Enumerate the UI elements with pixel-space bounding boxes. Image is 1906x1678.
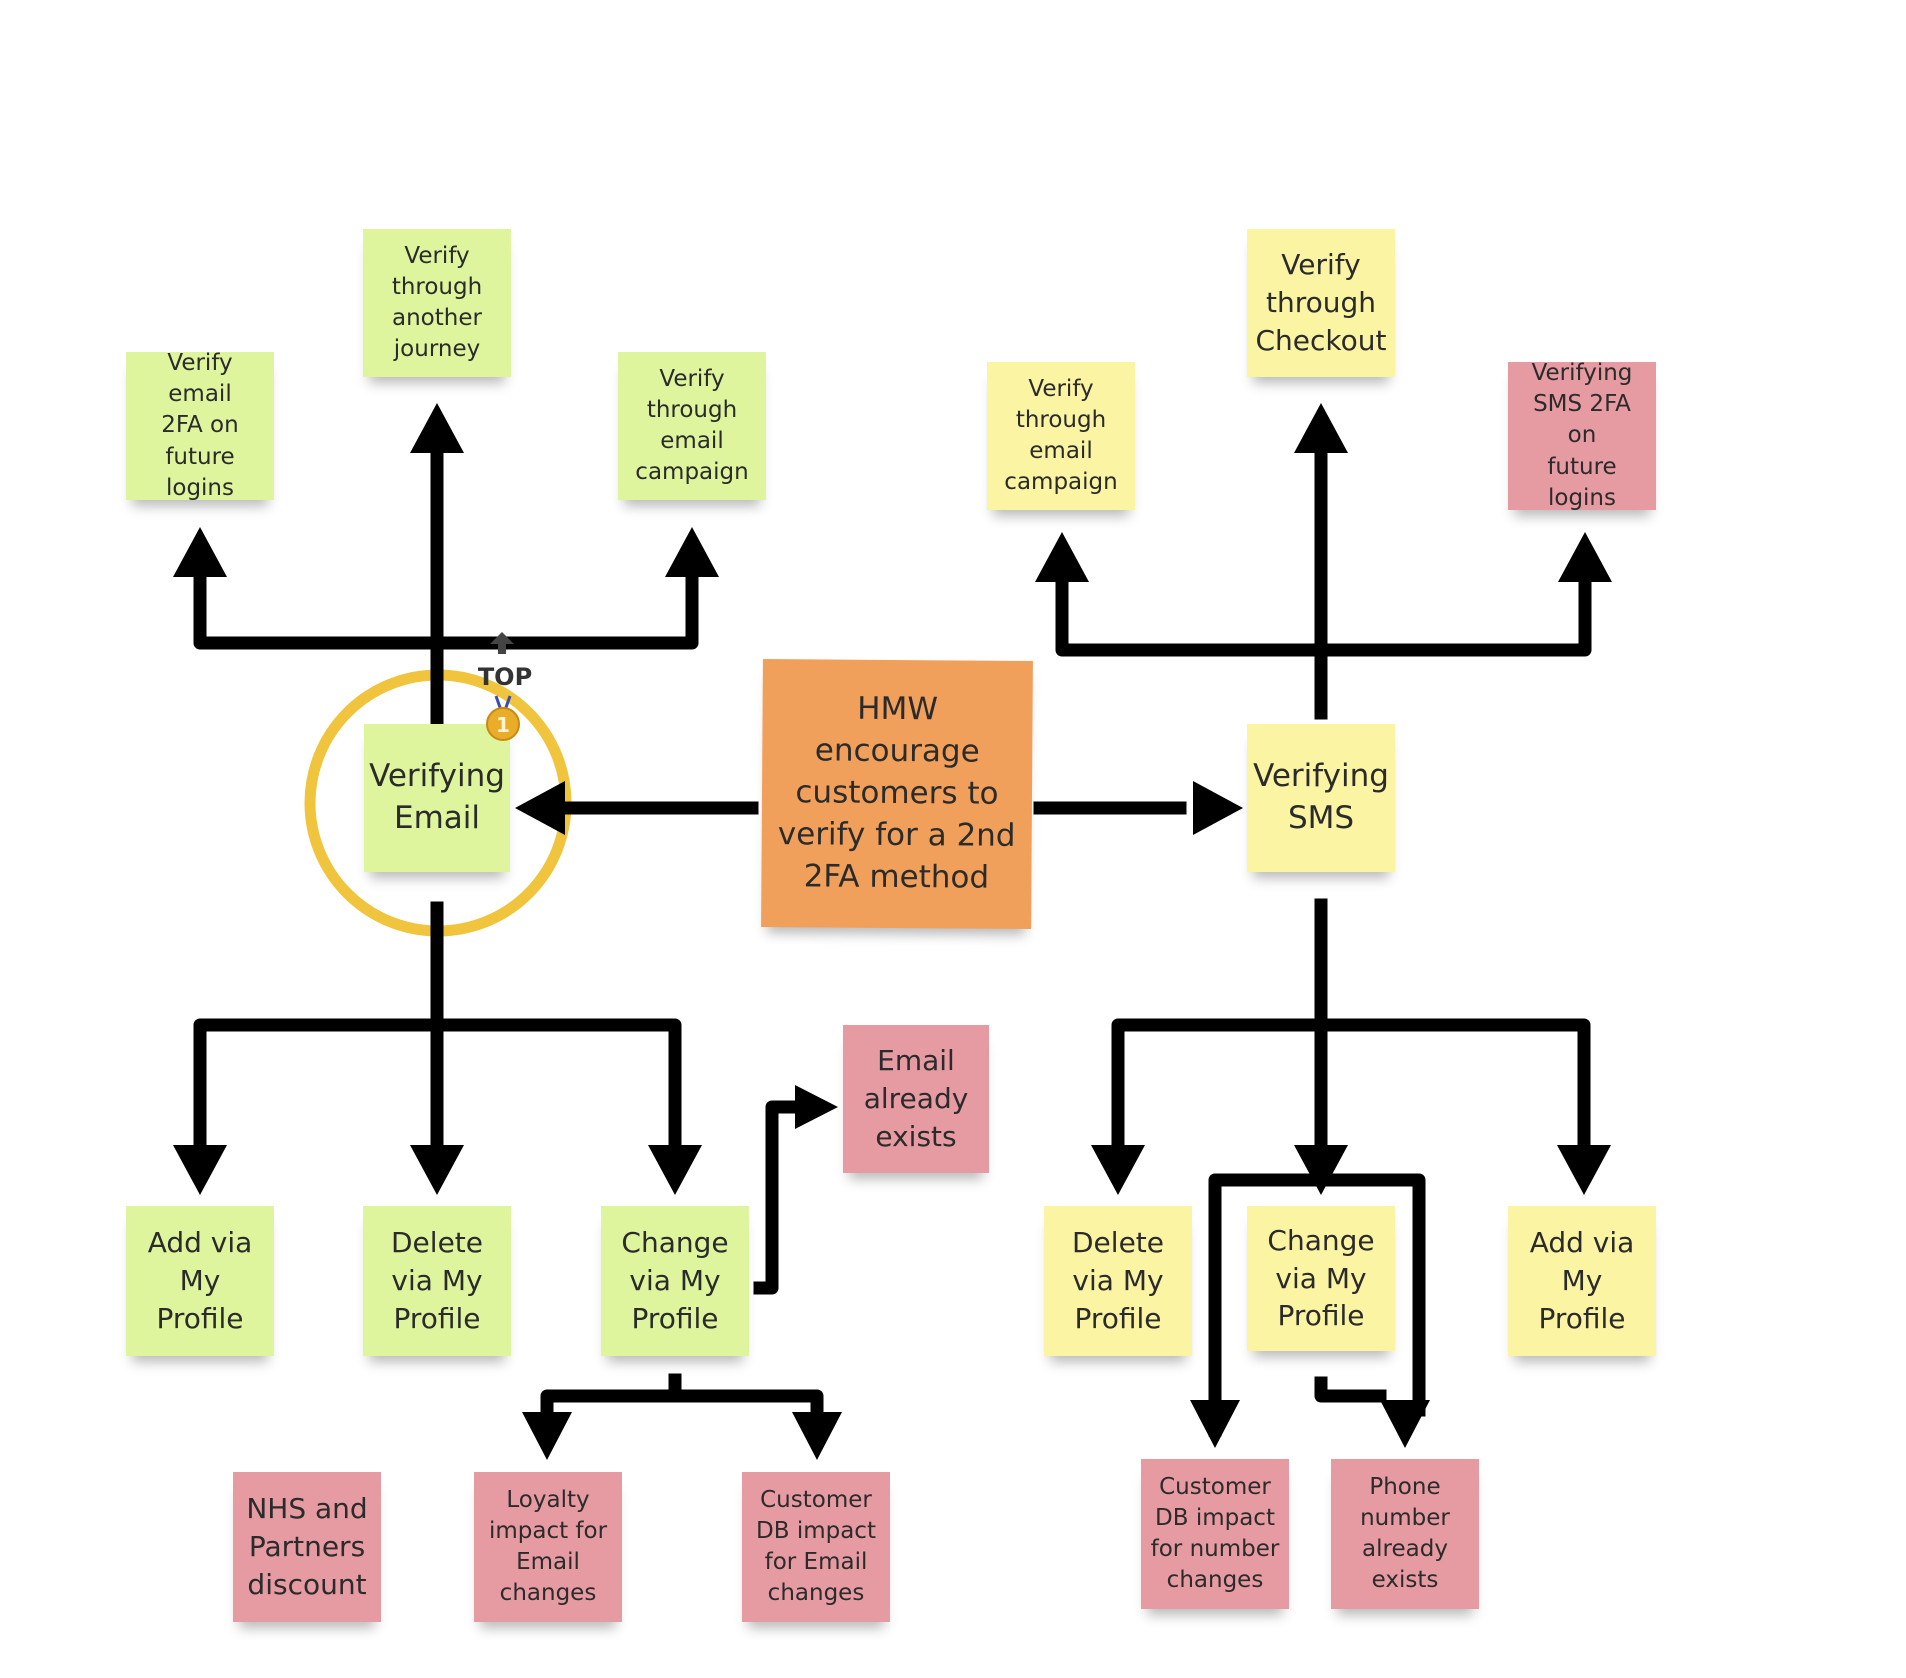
medal-icon: TOP 1 <box>478 632 532 741</box>
arrowhead-down <box>1190 1400 1240 1448</box>
arrowhead-up <box>1035 532 1089 582</box>
center-hmw-text: HMW encourage customers to verify for a … <box>777 691 1016 896</box>
arrowhead-down <box>410 1145 464 1195</box>
email-top-note-2-text: Verify through another journey <box>391 242 483 363</box>
email-bottom-note-2-text: Delete via My Profile <box>391 1226 483 1335</box>
top-vote-badge: TOP 1 <box>476 632 534 742</box>
sms-top-note-2[interactable]: Verify through Checkout <box>1247 229 1395 377</box>
center-hmw-note[interactable]: HMW encourage customers to verify for a … <box>761 659 1033 929</box>
email-top-note-3[interactable]: Verify through email campaign <box>618 352 766 500</box>
sms-top-note-2-text: Verify through Checkout <box>1255 248 1387 357</box>
email-impact-note-2[interactable]: Customer DB impact for Email changes <box>742 1472 890 1622</box>
sms-top-note-3-text: Verifying SMS 2FA on future logins <box>1531 360 1633 511</box>
verifying-email-text: Verifying Email <box>369 758 505 836</box>
email-bottom-note-1-text: Add via My Profile <box>147 1226 253 1335</box>
sms-bottom-note-3[interactable]: Add via My Profile <box>1508 1206 1656 1356</box>
arrowhead-down <box>1091 1145 1145 1195</box>
sms-bottom-note-1-text: Delete via My Profile <box>1072 1226 1164 1335</box>
connector-sms-bottom-horizontal <box>1111 1018 1591 1147</box>
sms-bottom-note-2-text: Change via My Profile <box>1267 1223 1375 1333</box>
sms-impact-note-2[interactable]: Phone number already exists <box>1331 1459 1479 1609</box>
sms-impact-note-1-text: Customer DB impact for number changes <box>1150 1473 1280 1594</box>
email-impact-note-1[interactable]: Loyalty impact for Email changes <box>474 1472 622 1622</box>
verifying-email-note[interactable]: Verifying Email <box>364 724 510 872</box>
sms-bottom-note-2[interactable]: Change via My Profile <box>1247 1206 1395 1351</box>
arrowhead-down <box>1380 1400 1430 1448</box>
email-bottom-note-3-text: Change via My Profile <box>621 1226 729 1335</box>
sms-top-note-1[interactable]: Verify through email campaign <box>987 362 1135 510</box>
verifying-sms-note[interactable]: Verifying SMS <box>1247 724 1395 872</box>
email-top-note-1-text: Verify email 2FA on future logins <box>161 350 239 501</box>
arrowhead-up <box>173 527 227 577</box>
connector-email-bottom-horizontal <box>193 1018 682 1147</box>
email-exists-text: Email already exists <box>863 1044 969 1153</box>
arrowhead-down <box>1294 1145 1348 1195</box>
nhs-partners-text: NHS and Partners discount <box>246 1492 368 1601</box>
arrowhead-down <box>1557 1145 1611 1195</box>
email-top-note-2[interactable]: Verify through another journey <box>363 229 511 377</box>
arrowhead-down <box>648 1145 702 1195</box>
email-top-note-3-text: Verify through email campaign <box>635 365 749 486</box>
connector-email-top-horizontal <box>193 563 699 650</box>
connector-change-to-email-exists <box>753 1100 807 1295</box>
arrowhead-right <box>795 1085 838 1129</box>
sms-impact-note-1[interactable]: Customer DB impact for number changes <box>1141 1459 1289 1609</box>
verifying-sms-text: Verifying SMS <box>1253 758 1389 836</box>
sms-impact-note-2-text: Phone number already exists <box>1360 1473 1450 1594</box>
top-badge-rank: 1 <box>496 713 510 737</box>
nhs-partners-note[interactable]: NHS and Partners discount <box>233 1472 381 1622</box>
sms-bottom-note-3-text: Add via My Profile <box>1529 1226 1635 1335</box>
arrowhead-down <box>522 1412 572 1460</box>
arrowhead-left <box>515 781 565 835</box>
sms-bottom-note-1[interactable]: Delete via My Profile <box>1044 1206 1192 1356</box>
email-top-note-1[interactable]: Verify email 2FA on future logins <box>126 350 274 501</box>
email-impact-note-1-text: Loyalty impact for Email changes <box>488 1486 608 1607</box>
email-impact-note-2-text: Customer DB impact for Email changes <box>756 1486 876 1607</box>
arrowhead-up <box>1294 403 1348 453</box>
arrowhead-up <box>1558 532 1612 582</box>
email-bottom-note-1[interactable]: Add via My Profile <box>126 1206 274 1356</box>
sms-top-note-3[interactable]: Verifying SMS 2FA on future logins <box>1508 360 1656 511</box>
sms-top-note-1-text: Verify through email campaign <box>1004 375 1118 496</box>
email-bottom-note-2[interactable]: Delete via My Profile <box>363 1206 511 1356</box>
arrowhead-up <box>410 403 464 453</box>
arrowhead-right <box>1193 781 1243 835</box>
email-exists-note[interactable]: Email already exists <box>843 1025 989 1173</box>
email-bottom-note-3[interactable]: Change via My Profile <box>601 1206 749 1356</box>
arrowhead-up <box>665 527 719 577</box>
arrowhead-down <box>173 1145 227 1195</box>
connector-email-change-impacts <box>540 1373 824 1427</box>
connector-sms-change-to-phone <box>1314 1376 1387 1403</box>
connector-sms-top-horizontal <box>1055 563 1592 657</box>
arrowhead-down <box>792 1412 842 1460</box>
top-badge-label: TOP <box>478 663 532 691</box>
